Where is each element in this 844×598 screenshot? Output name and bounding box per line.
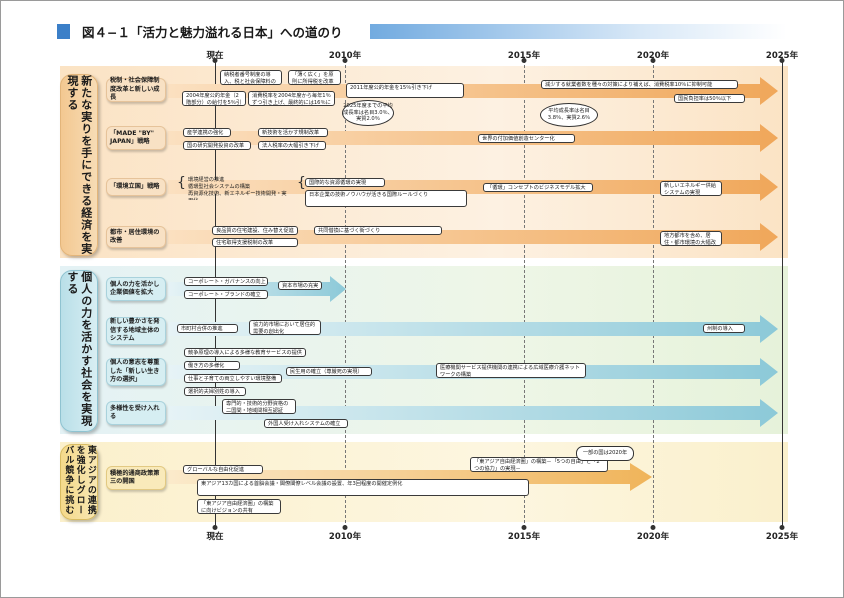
section-society-label: 個人の力を活かす社会を実現する xyxy=(66,271,93,427)
box-city-1: 良品質の住宅建設、住み替え促進 xyxy=(212,226,298,235)
tick-now-top xyxy=(212,58,218,63)
box-env-3: 再資源化技術、新エネルギー技術開発・実用化 xyxy=(188,191,287,200)
box-made-5: 世界の付加価値創造センター化 xyxy=(478,134,575,143)
category-life: 個人の意志を尊重した「新しい生き方の選択」 xyxy=(106,358,166,386)
box-corp-2: 資本市場の充実 xyxy=(278,281,322,290)
box-env-7: 新しいエネルギー供給システムの実現 xyxy=(660,181,722,196)
box-city-2: 共同借換に基づく街づくり xyxy=(314,226,442,235)
box-city-3: 住宅取得支援税制の改革 xyxy=(212,238,298,247)
section-asia-label: 東アジアの連携を強化しグローバル競争に挑む xyxy=(63,445,96,515)
title-bar-accent xyxy=(57,24,70,39)
box-tax-5: 2011年度公的年金を15％引き下げ xyxy=(346,83,464,98)
category-asia: 積極的通商政策第三の開国 xyxy=(106,466,166,490)
bubble-asia-2020: 一部の国は2020年 xyxy=(576,446,634,461)
year-label-2010-top: 2010年 xyxy=(328,51,362,61)
box-tax-1: 納税者番号制度の導入、税と社会保障料の一体徴収 xyxy=(220,70,282,85)
year-label-now-bottom: 現在 xyxy=(206,532,224,542)
box-made-4: 法人税率の大幅引き下げ xyxy=(258,141,326,150)
box-corp-3: コーポレート・ブランドの確立 xyxy=(184,290,268,299)
section-asia: 東アジアの連携を強化しグローバル競争に挑む xyxy=(60,444,98,520)
box-city-4: 地方都市を含め、居住・都市環境の大幅改善 xyxy=(660,231,722,246)
box-life-3: 民生用の確立（尊厳死の実現） xyxy=(286,367,372,376)
box-corp-1: コーポレート・ガバナンスの向上 xyxy=(184,277,268,286)
brace-env-left: { xyxy=(177,175,186,191)
box-asia-2: 「東アジア自由経済圏」の構築－「5つの自由」と「2つの協力」の実現－ xyxy=(470,457,608,472)
box-local-3: 州制の導入 xyxy=(703,324,745,333)
section-society: 個人の力を活かす社会を実現する xyxy=(60,270,98,432)
year-label-2015-bottom: 2015年 xyxy=(507,532,541,542)
category-tax: 税制・社会保障制度改革と新しい成長 xyxy=(106,77,166,102)
box-asia-4: 東アジア13カ国による首脳会議・閣僚閣僚レベル会議の設置、年3回程度の開催定例化 xyxy=(197,479,529,496)
tick-2025-bottom xyxy=(779,525,785,530)
timeline-2015 xyxy=(524,60,525,528)
year-label-2020-bottom: 2020年 xyxy=(636,532,670,542)
box-tax-2: 「薄く広く」を原則に所得税を改革 xyxy=(288,70,341,85)
box-env-1: 環境経営の推進 xyxy=(188,177,225,183)
tick-now-bottom xyxy=(212,525,218,530)
timeline-2010 xyxy=(345,60,346,528)
timeline-2025 xyxy=(782,60,783,528)
timeline-2020 xyxy=(653,60,654,528)
category-local: 新しい豊かさを発信する地域主体のシステム xyxy=(106,317,166,345)
box-env-6: 「循環」コンセプトのビジネスモデル拡大 xyxy=(483,183,593,192)
tick-2010-top xyxy=(342,58,348,63)
box-made-2: 新技術を活かす規制改革 xyxy=(258,128,328,137)
box-tax-4: 消費税率を2004年度から毎年1％ずつ引き上げ、最終的には16％に xyxy=(248,91,335,106)
year-label-now-top: 現在 xyxy=(206,51,224,61)
year-label-2015-top: 2015年 xyxy=(507,51,541,61)
box-life-5: 仕事と子育ての両立しやすい環境整備 xyxy=(184,374,282,383)
tick-2015-top xyxy=(521,58,527,63)
category-diverse: 多様性を受け入れる xyxy=(106,401,166,425)
box-tax-3: 2004年度公的年金（2階部分）の給付を5％引き下げ xyxy=(182,91,246,106)
box-diverse-1: 専門的・技術的分野資格の二国間・地域間相互認証 xyxy=(222,399,296,414)
bubble-growth-avg: 平均成長率は名目3.8％、実質2.6％ xyxy=(540,103,598,127)
box-local-1: 市町村合併の推進 xyxy=(177,324,238,333)
category-corp: 個人の力を活かし企業価値を拡大 xyxy=(106,277,166,301)
box-asia-5: 「東アジア自由経済圏」の構築に向けビジョンの共有 xyxy=(197,499,281,514)
box-env-2: 循環型社会システムの構築 xyxy=(188,184,251,191)
tick-2020-bottom xyxy=(650,525,656,530)
page-title: 図４−１「活力と魅力溢れる日本」への道のり xyxy=(82,25,343,40)
box-made-3: 国の研究開発投資の改革 xyxy=(183,141,251,150)
year-label-2020-top: 2020年 xyxy=(636,51,670,61)
tick-2025-top xyxy=(779,58,785,63)
box-env-4: 国際的な資源循環の実現 xyxy=(305,178,385,187)
box-asia-1: グローバルな自由化促進 xyxy=(183,465,263,474)
section-economy: 新たな実りを手にできる経済を実現する xyxy=(60,74,98,256)
title-bar-mask xyxy=(70,24,370,39)
box-life-4: 医療機関サービス提供機関の連携による広域医療介護ネットワークの構築 xyxy=(436,363,586,378)
box-tax-7: 国民負担率は50％以下 xyxy=(674,94,745,103)
box-life-2: 働き方の多様化 xyxy=(184,361,240,370)
box-env-group: 環境経営の推進 循環型社会システムの構築 再資源化技術、新エネルギー技術開発・実… xyxy=(185,176,293,200)
box-life-1: 競争原理の導入による多様な教育サービスの提供 xyxy=(184,348,306,357)
year-label-2025-top: 2025年 xyxy=(765,51,799,61)
box-made-1: 産学連携の強化 xyxy=(183,128,231,137)
year-label-2010-bottom: 2010年 xyxy=(328,532,362,542)
brace-env-right: { xyxy=(297,175,306,191)
category-env: 「環境立国」戦略 xyxy=(106,178,166,196)
box-life-6: 選択的夫婦別姓の導入 xyxy=(184,387,246,396)
tick-2020-top xyxy=(650,58,656,63)
category-made: 「MADE "BY" JAPAN」戦略 xyxy=(106,126,166,150)
box-tax-6: 減少する就業者数を種々の対策により補えば、消費税率10％に抑制可能 xyxy=(541,80,738,89)
section-economy-label: 新たな実りを手にできる経済を実現する xyxy=(66,75,93,255)
category-city: 都市・居住環境の改善 xyxy=(106,226,166,248)
box-diverse-2: 外国人受け入れシステムの確立 xyxy=(264,419,348,428)
tick-2010-bottom xyxy=(342,525,348,530)
tick-2015-bottom xyxy=(521,525,527,530)
year-label-2025-bottom: 2025年 xyxy=(765,532,799,542)
box-env-5: 日本企業の技術ノウハウが活きる国際ルールづくり xyxy=(305,190,467,207)
bubble-growth-2025: 2025年度までの平均成長率は名目3.0％、実質2.0％ xyxy=(342,100,394,126)
box-local-2: 協力的市場において居住的需要の創出化 xyxy=(249,320,321,335)
